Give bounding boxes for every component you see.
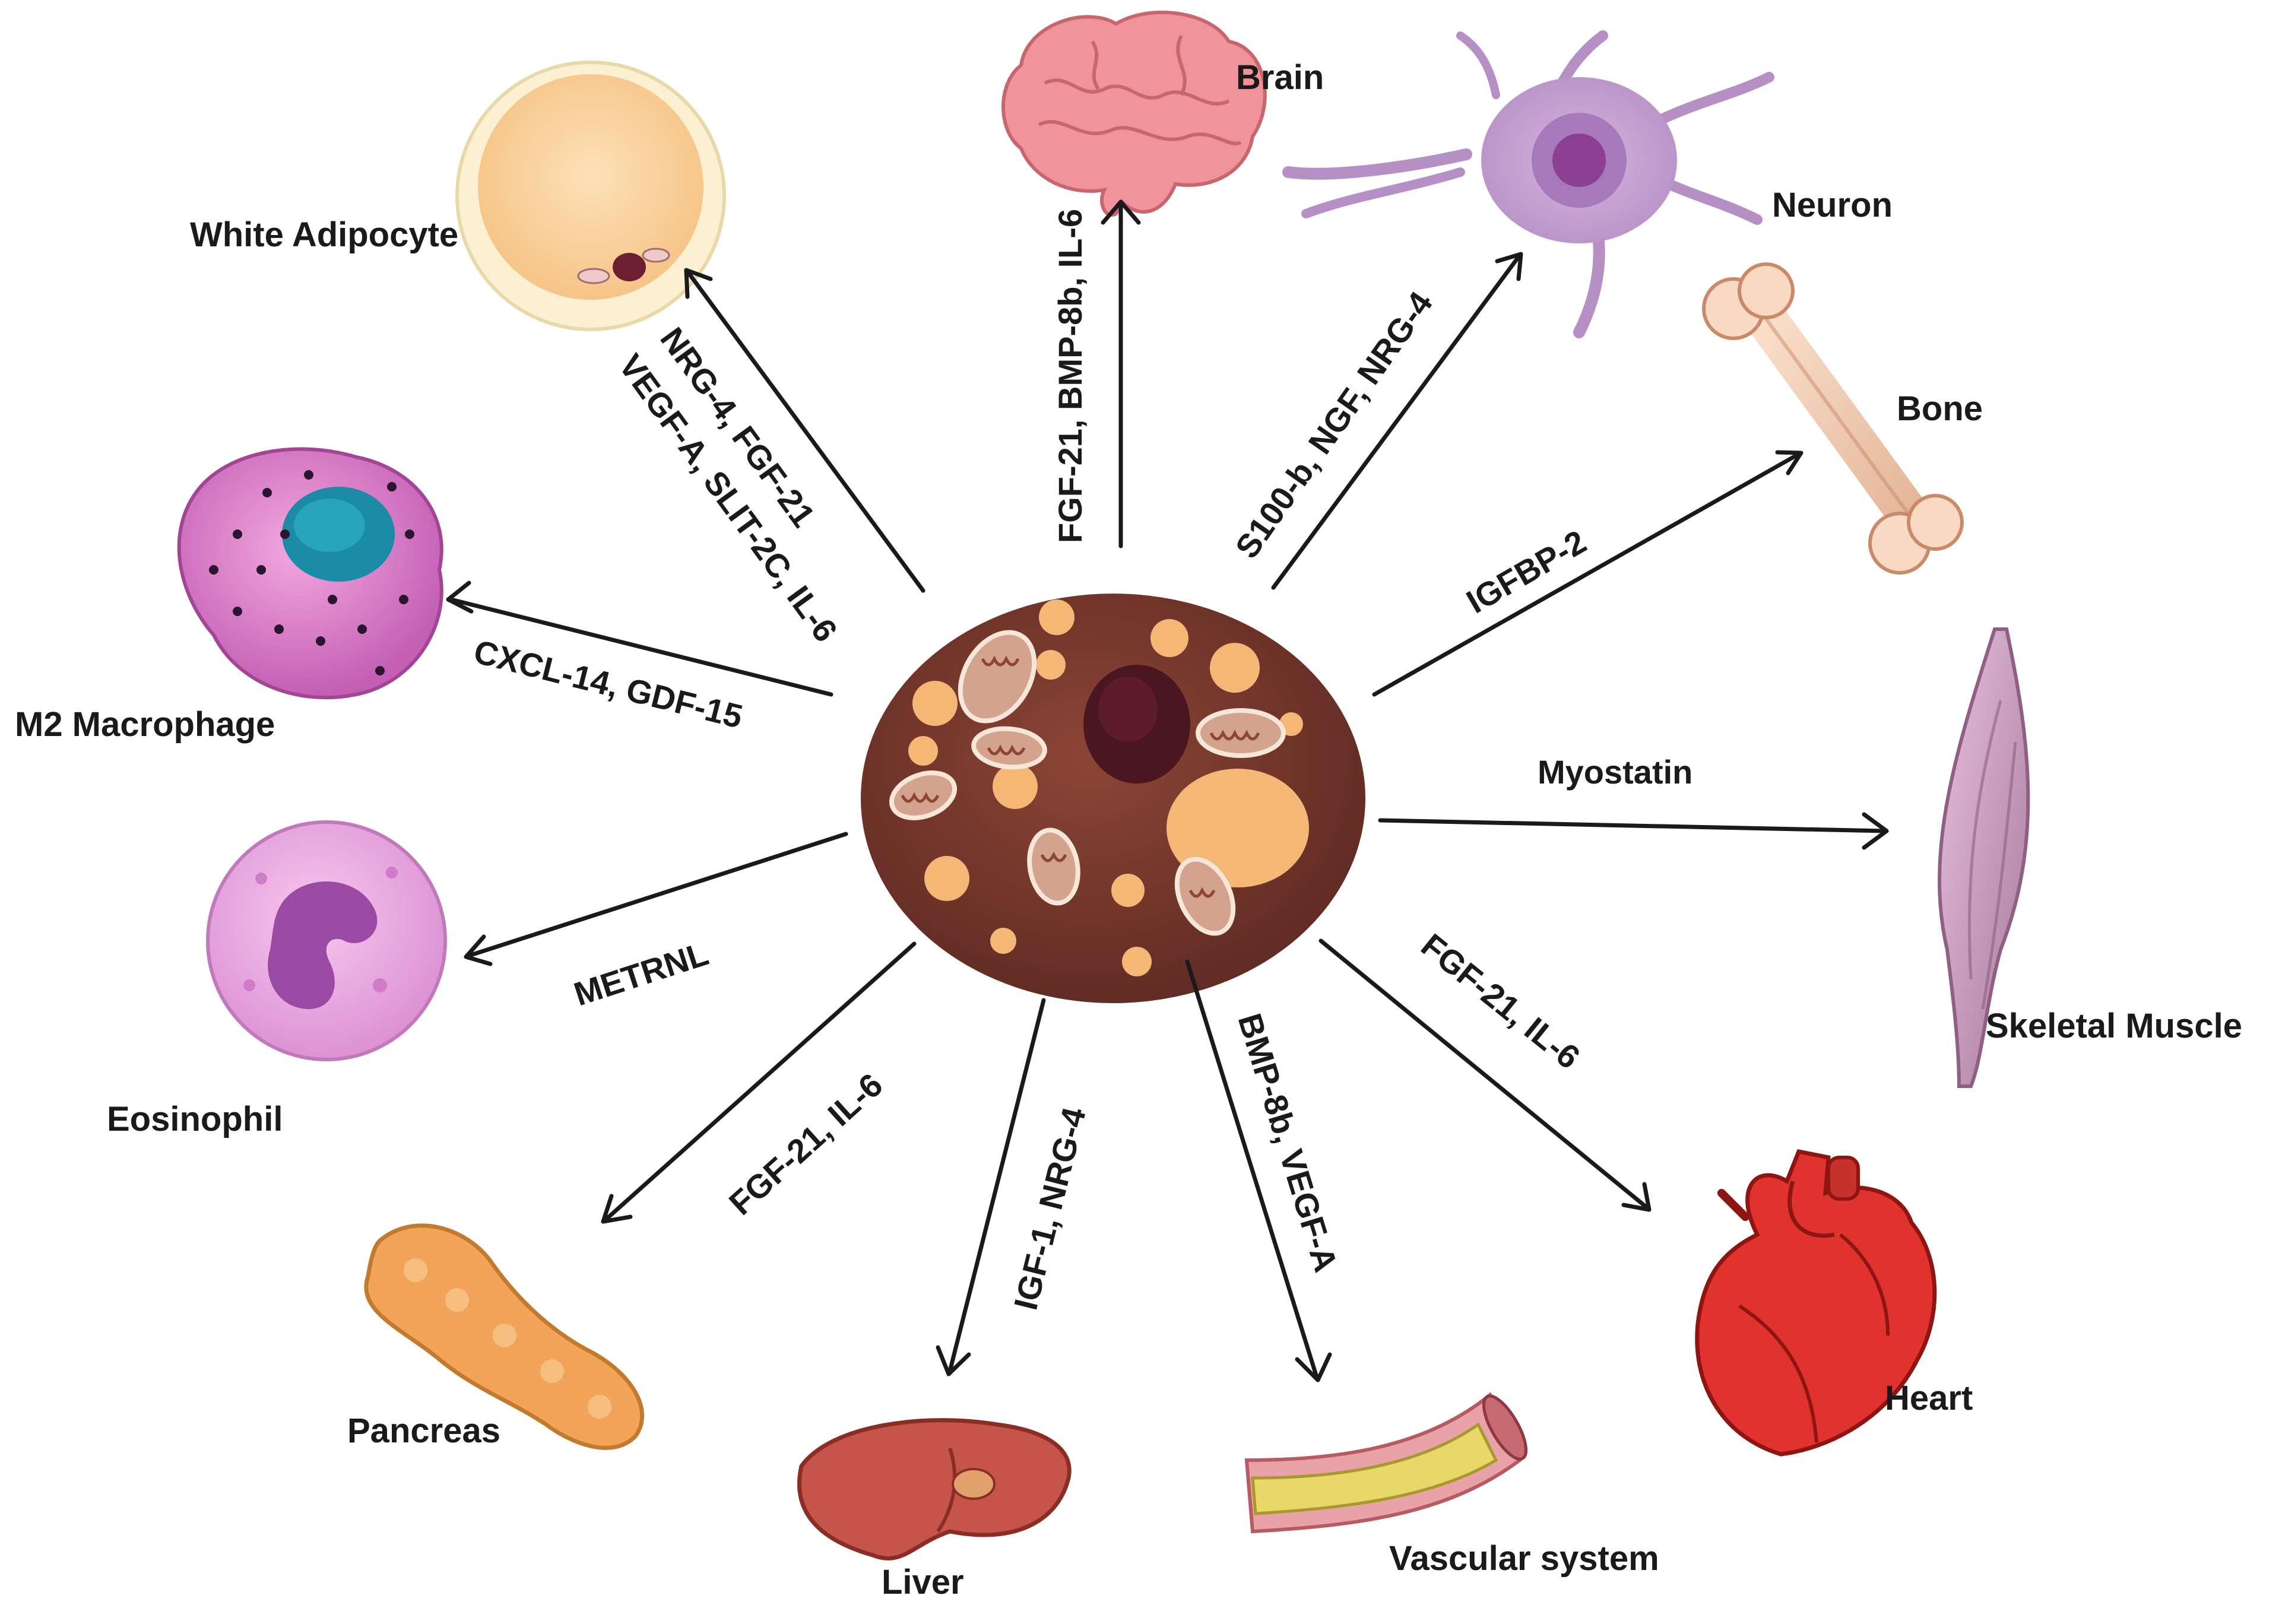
white-adipocyte-illustration xyxy=(455,61,726,331)
factors-pancreas: FGF-21, IL-6 xyxy=(722,1066,890,1222)
label-pancreas: Pancreas xyxy=(347,1412,500,1450)
factors-bone: IGFBP-2 xyxy=(1460,522,1593,620)
m2-macrophage-illustration xyxy=(177,447,443,700)
skeletal-muscle-illustration xyxy=(1938,627,2030,1088)
arrow-skeletal-muscle xyxy=(1378,812,1889,850)
arrow-bone xyxy=(1372,450,1803,697)
factors-skeletal-muscle: Myostatin xyxy=(1538,753,1692,791)
label-brain: Brain xyxy=(1236,58,1324,97)
eosinophil-illustration xyxy=(206,820,447,1061)
factors-brain: FGF-21, BMP-8b, IL-6 xyxy=(1051,209,1089,543)
arrow-vascular xyxy=(1185,959,1332,1382)
organ-labels: Brain Neuron Bone Skeletal Muscle Heart … xyxy=(15,58,2242,1601)
brown-adipocyte-center xyxy=(861,594,1365,1003)
label-neuron: Neuron xyxy=(1772,186,1893,224)
label-heart: Heart xyxy=(1885,1379,1973,1417)
arrow-neuron xyxy=(1271,252,1523,590)
heart-illustration xyxy=(1695,1149,1937,1457)
label-skeletal-muscle: Skeletal Muscle xyxy=(1986,1007,2242,1045)
arrow-heart xyxy=(1318,938,1652,1212)
arrow-liver xyxy=(936,998,1046,1376)
bone-illustration xyxy=(1702,262,1964,575)
arrow-pancreas xyxy=(601,941,917,1224)
vascular-illustration xyxy=(1244,1392,1528,1534)
arrows xyxy=(446,199,1889,1382)
label-bone: Bone xyxy=(1897,389,1983,428)
factors-liver: IGF-1, NRG-4 xyxy=(1007,1104,1093,1314)
label-white-adipocyte: White Adipocyte xyxy=(190,215,458,254)
liver-illustration xyxy=(797,1418,1072,1560)
brain-illustration xyxy=(1001,10,1267,217)
factors-vascular: BMP-8b, VEGF-A xyxy=(1231,1009,1345,1276)
factors-m2-macrophage: CXCL-14, GDF-15 xyxy=(470,633,746,735)
factors-neuron: S100-b, NGF, NRG-4 xyxy=(1228,285,1440,565)
label-m2-macrophage: M2 Macrophage xyxy=(15,705,275,744)
arrow-white-adipocyte xyxy=(684,268,925,593)
label-liver: Liver xyxy=(882,1563,964,1601)
neuron-illustration xyxy=(1282,30,1774,338)
arrow-brain xyxy=(1101,199,1141,548)
label-vascular-system: Vascular system xyxy=(1389,1539,1659,1578)
arrow-eosinophil xyxy=(464,832,848,966)
pancreas-illustration xyxy=(364,1223,645,1450)
factors-eosinophil: METRNL xyxy=(569,934,712,1013)
label-eosinophil: Eosinophil xyxy=(107,1100,283,1138)
arrow-m2-macrophage xyxy=(446,581,833,697)
factors-heart: FGF-21, IL-6 xyxy=(1414,926,1587,1076)
